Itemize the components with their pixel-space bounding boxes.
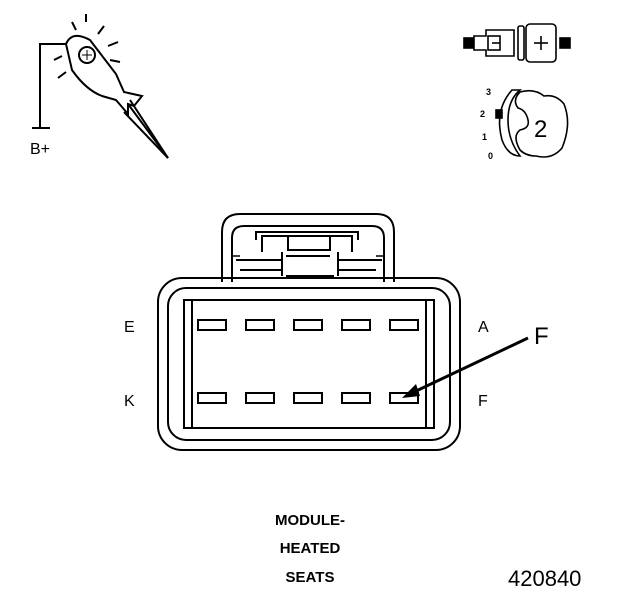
caption-line-3: SEATS xyxy=(285,569,335,586)
caption-line-2: HEATED xyxy=(279,540,341,557)
position-3-label: 3 xyxy=(486,87,492,97)
selector-knob-icon xyxy=(495,89,569,158)
pin-label-k: K xyxy=(124,393,135,410)
figure-number: 420840 xyxy=(508,566,582,591)
callout-label-f: F xyxy=(534,323,549,350)
pin-label-e: E xyxy=(124,319,135,336)
position-2-label: 2 xyxy=(480,109,486,119)
b-plus-label: B+ xyxy=(30,141,51,158)
position-0-label: 0 xyxy=(488,151,494,161)
callout-arrow xyxy=(402,336,529,398)
position-1-label: 1 xyxy=(482,132,488,142)
pin-label-a: A xyxy=(478,319,489,336)
connector-plug-icon xyxy=(463,23,571,63)
test-light-icon xyxy=(32,14,169,159)
caption-line-1: MODULE- xyxy=(275,512,345,529)
connector-face xyxy=(157,213,461,451)
selected-position-label: 2 xyxy=(534,116,548,143)
pin-label-f: F xyxy=(478,393,488,410)
